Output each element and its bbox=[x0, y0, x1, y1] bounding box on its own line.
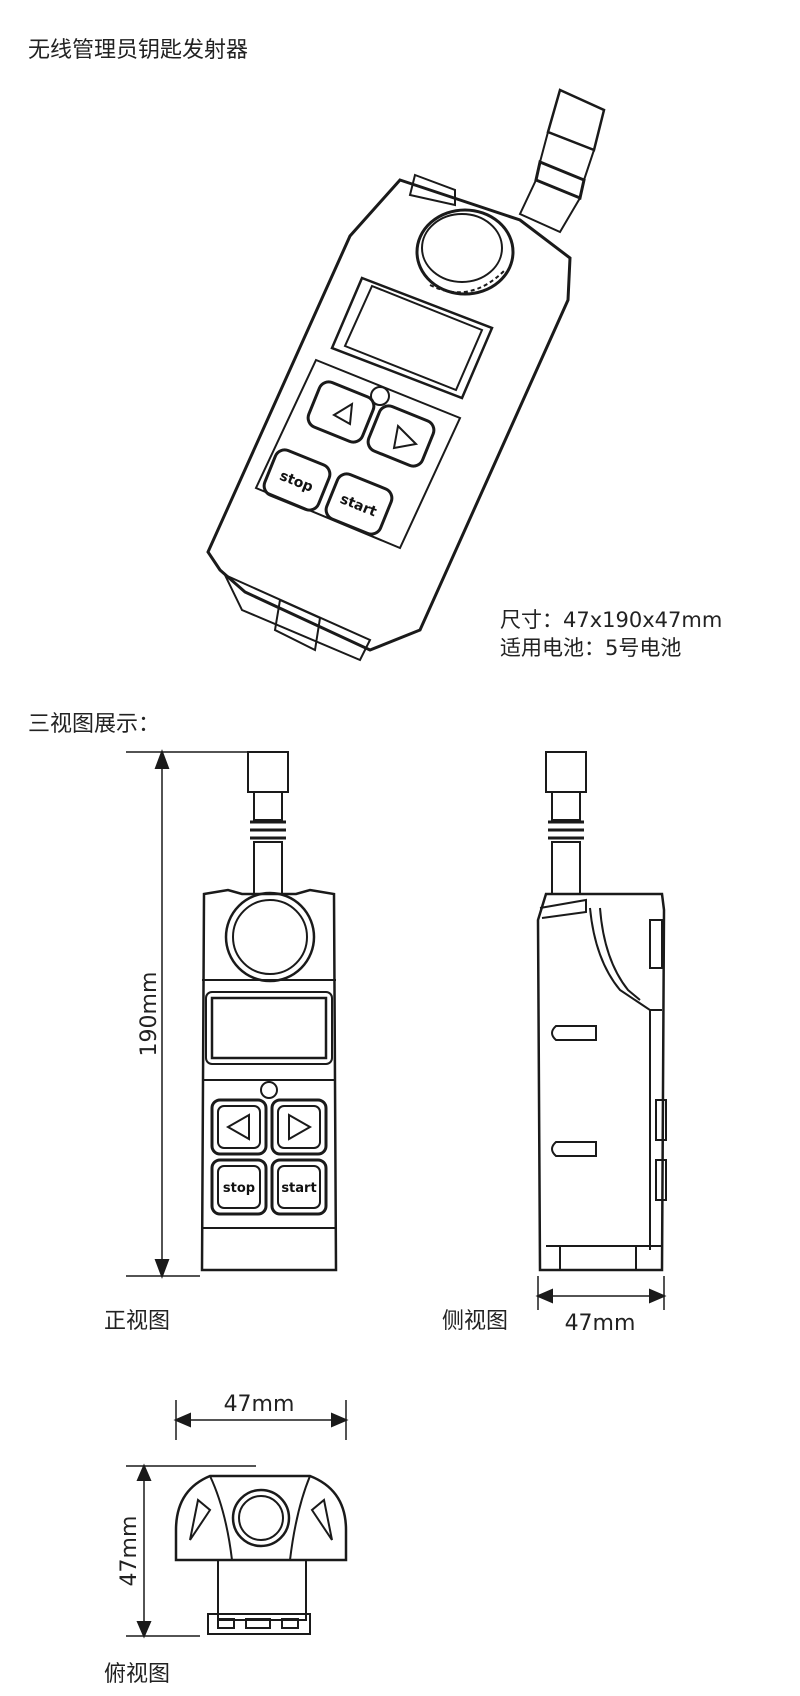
specs-block: 尺寸：47x190x47mm 适用电池：5号电池 bbox=[500, 606, 722, 662]
top-view-caption: 俯视图 bbox=[104, 1662, 170, 1687]
iso-stop-label: stop bbox=[277, 468, 315, 496]
views-heading: 三视图展示： bbox=[28, 712, 161, 737]
iso-start-label: start bbox=[338, 491, 380, 520]
top-width-dimension: 47mm bbox=[224, 1392, 295, 1417]
page-title: 无线管理员钥匙发射器 bbox=[28, 38, 249, 63]
spec-size: 尺寸：47x190x47mm bbox=[500, 608, 723, 632]
side-view-caption: 侧视图 bbox=[442, 1309, 508, 1334]
side-width-dimension: 47mm bbox=[565, 1311, 636, 1336]
top-view-drawing bbox=[126, 1400, 349, 1639]
front-view-caption: 正视图 bbox=[104, 1309, 170, 1334]
iso-device-drawing bbox=[206, 88, 606, 662]
side-view-drawing bbox=[535, 751, 667, 1310]
front-view-drawing bbox=[126, 749, 338, 1279]
front-stop-label: stop bbox=[223, 1181, 255, 1196]
spec-battery: 适用电池：5号电池 bbox=[500, 636, 682, 660]
front-start-label: start bbox=[281, 1181, 316, 1196]
front-height-dimension: 190mm bbox=[137, 972, 162, 1057]
top-height-dimension: 47mm bbox=[117, 1516, 142, 1587]
